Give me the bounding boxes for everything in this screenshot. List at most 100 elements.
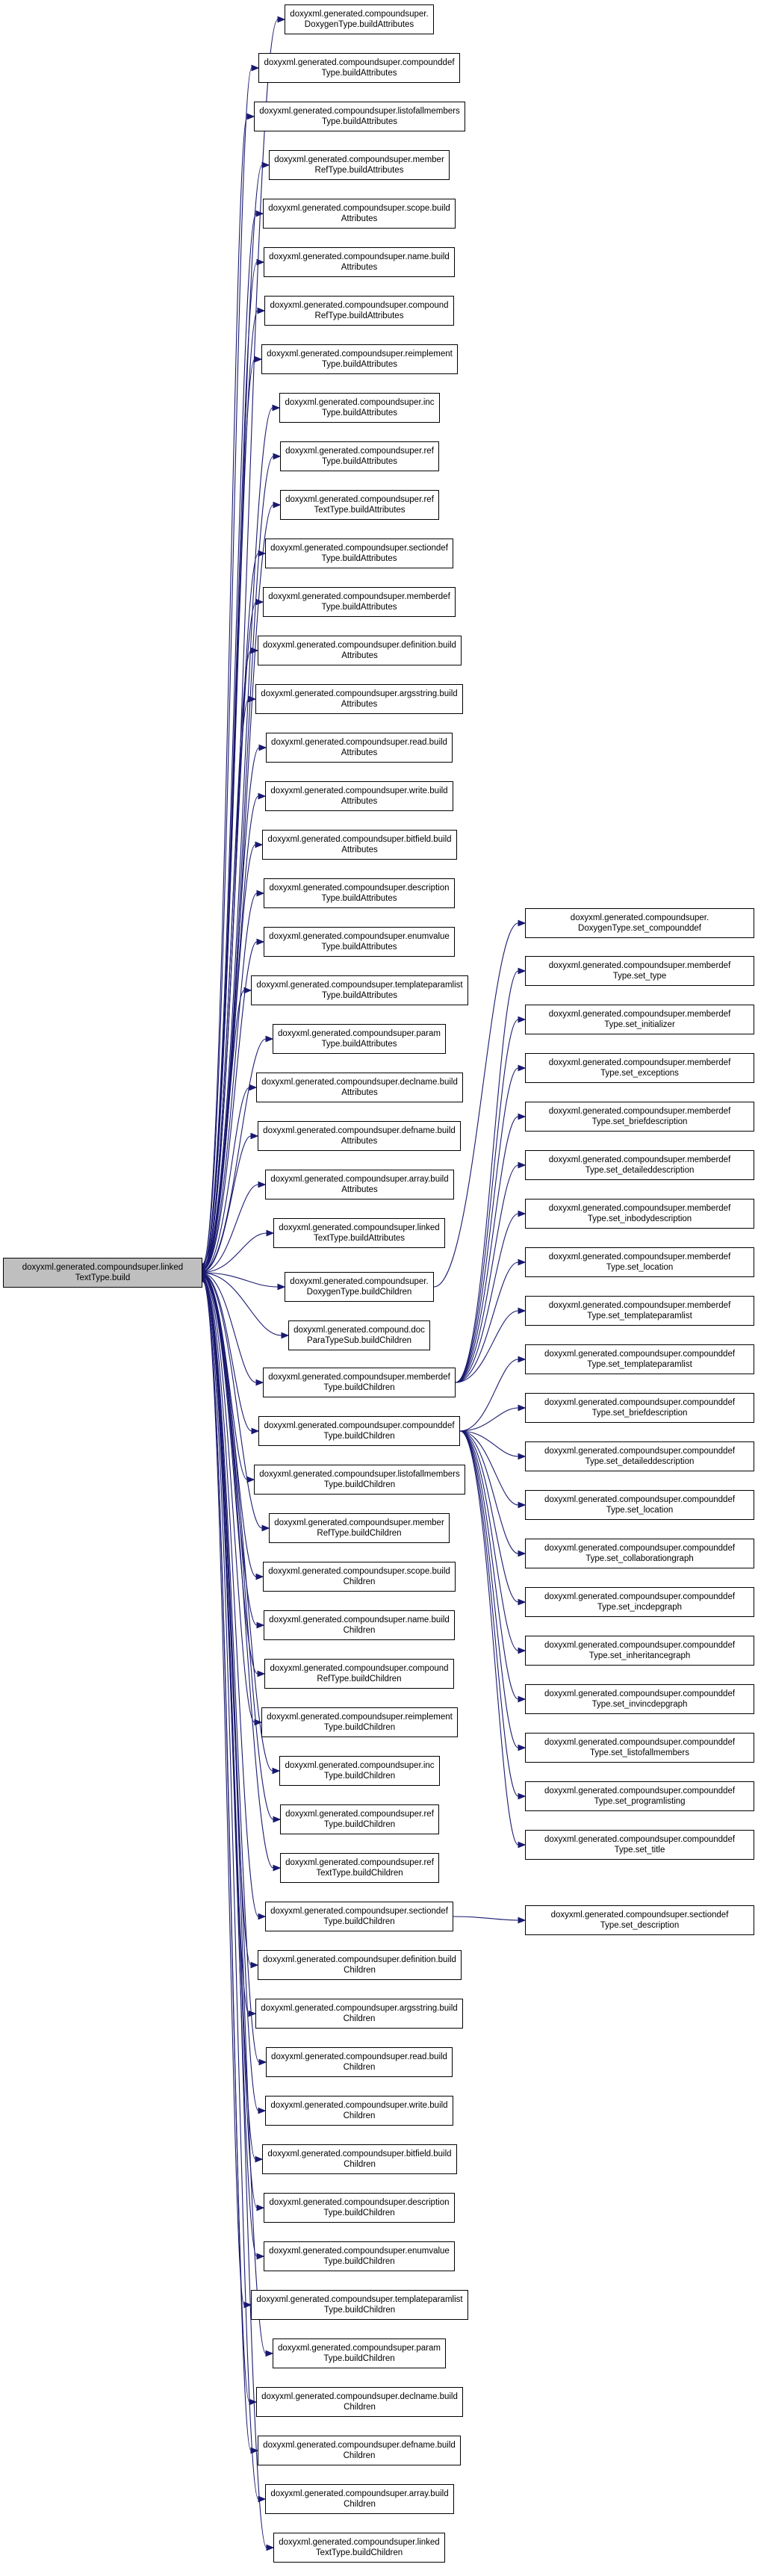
callee-node[interactable]: doxyxml.generated.compoundsuper.write.bu… xyxy=(265,781,453,811)
callee-node[interactable]: doxyxml.generated.compoundsuper.definiti… xyxy=(258,1950,462,1980)
callee-node[interactable]: doxyxml.generated.compoundsuper.compound… xyxy=(525,1393,754,1423)
node-label-line: doxyxml.generated.compoundsuper.memberde… xyxy=(548,1155,731,1164)
callee-node[interactable]: doxyxml.generated.compoundsuper.compound… xyxy=(258,53,460,83)
callee-node[interactable]: doxyxml.generated.compoundsuper.memberde… xyxy=(525,1296,754,1326)
call-edge-arrowhead xyxy=(243,987,252,994)
callee-node[interactable]: doxyxml.generated.compoundsuper.descript… xyxy=(264,2193,455,2223)
node-label-line: Type.set_briefdescription xyxy=(591,1409,688,1418)
node-label-line: doxyxml.generated.compoundsuper.array.bu… xyxy=(270,2489,449,2498)
callee-node[interactable]: doxyxml.generated.compoundsuper.compound… xyxy=(525,1539,754,1568)
callee-node[interactable]: doxyxml.generated.compoundsuper.memberde… xyxy=(525,1053,754,1083)
callee-node[interactable]: doxyxml.generated.compoundsuper.memberde… xyxy=(525,1150,754,1180)
call-edge xyxy=(459,1430,519,1748)
callee-node[interactable]: doxyxml.generated.compoundsuper.reimplem… xyxy=(261,1707,458,1737)
callee-node[interactable]: doxyxml.generated.compoundsuper.defname.… xyxy=(258,1121,461,1151)
callee-node[interactable]: doxyxml.generated.compoundsuper.compound… xyxy=(525,1781,754,1811)
node-label-line: Type.set_inbodydescription xyxy=(587,1214,692,1223)
callee-node[interactable]: doxyxml.generated.compoundsuper.definiti… xyxy=(258,636,462,665)
callee-node[interactable]: doxyxml.generated.compoundsuper.sectiond… xyxy=(265,1902,453,1931)
call-edge-arrowhead xyxy=(249,1084,258,1091)
callee-node[interactable]: doxyxml.generated.compoundsuper.DoxygenT… xyxy=(285,4,434,34)
call-edge xyxy=(459,1430,519,1700)
callee-node[interactable]: doxyxml.generated.compoundsuper.argsstri… xyxy=(255,1999,463,2029)
callee-node[interactable]: doxyxml.generated.compoundsuper.compound… xyxy=(525,1684,754,1714)
callee-node[interactable]: doxyxml.generated.compoundsuper.bitfield… xyxy=(262,830,457,860)
callee-node[interactable]: doxyxml.generated.compoundsuper.read.bui… xyxy=(266,733,453,763)
callee-node[interactable]: doxyxml.generated.compoundsuper.compound… xyxy=(525,1830,754,1860)
callee-node[interactable]: doxyxml.generated.compoundsuper.reimplem… xyxy=(261,344,458,374)
callee-node[interactable]: doxyxml.generated.compoundsuper.compound… xyxy=(525,1344,754,1374)
callee-node[interactable]: doxyxml.generated.compoundsuper. DoxygenT… xyxy=(285,1272,434,1302)
call-edge-arrowhead xyxy=(256,258,265,266)
call-edge xyxy=(455,1164,519,1383)
callee-node[interactable]: doxyxml.generated.compoundsuper.template… xyxy=(251,975,468,1005)
callee-node[interactable]: doxyxml.generated.compoundsuper.defname.… xyxy=(258,2436,461,2465)
callee-node[interactable]: doxyxml.generated.compoundsuper.write.bu… xyxy=(265,2096,453,2126)
callee-node[interactable]: doxyxml.generated.compoundsuper.name.bui… xyxy=(264,247,455,277)
call-edge-arrowhead xyxy=(518,1258,527,1266)
callee-node[interactable]: doxyxml.generated.compoundsuper.scope.bu… xyxy=(263,199,456,229)
callee-node[interactable]: doxyxml.generated.compoundsuper.enumvalu… xyxy=(264,2241,455,2271)
callee-node[interactable]: doxyxml.generated.compoundsuper.compound… xyxy=(525,1490,754,1520)
node-label-line: Type.set_description xyxy=(600,1921,680,1930)
callee-node[interactable]: doxyxml.generated.compoundsuper.bitfield… xyxy=(262,2144,457,2174)
callee-node[interactable]: doxyxml.generated.compoundsuper.listofal… xyxy=(254,102,465,131)
callee-node[interactable]: doxyxml.generated.compoundsuper.descript… xyxy=(264,878,455,908)
callee-node[interactable]: doxyxml.generated.compoundsuper.compound… xyxy=(264,1659,454,1689)
callee-node[interactable]: doxyxml.generated.compoundsuper.compound… xyxy=(264,296,454,326)
node-label-line: RefType.buildChildren xyxy=(317,1675,402,1683)
callee-node[interactable]: doxyxml.generated.compoundsuper.memberde… xyxy=(525,1005,754,1034)
callee-node[interactable]: doxyxml.generated.compoundsuper.enumvalu… xyxy=(264,927,455,957)
callee-node[interactable]: doxyxml.generated.compoundsuper.sectiond… xyxy=(525,1905,754,1935)
node-label-line: doxyxml.generated.compoundsuper.declname… xyxy=(261,2392,458,2401)
call-edge xyxy=(455,970,519,1383)
callee-node[interactable]: doxyxml.generated.compoundsuper.memberde… xyxy=(525,1102,754,1132)
callee-node[interactable]: doxyxml.generated.compoundsuper.array.bu… xyxy=(265,1170,454,1199)
callee-node[interactable]: doxyxml.generated.compoundsuper.memberde… xyxy=(525,1247,754,1277)
callee-node[interactable]: doxyxml.generated.compoundsuper.argsstri… xyxy=(255,684,463,714)
callee-node[interactable]: doxyxml.generated.compoundsuper.memberde… xyxy=(263,1368,456,1397)
callee-node[interactable]: doxyxml.generated.compoundsuper.read.bui… xyxy=(266,2047,453,2077)
node-label-line: Type.set_type xyxy=(612,972,667,981)
call-edge xyxy=(433,922,519,1288)
node-label-line: doxyxml.generated.compoundsuper.argsstri… xyxy=(261,689,458,698)
call-edge xyxy=(202,1280,252,2451)
callee-node[interactable]: doxyxml.generated.compoundsuper.compound… xyxy=(525,1733,754,1763)
callee-node[interactable]: doxyxml.generated.compoundsuper.sectiond… xyxy=(265,539,453,568)
callee-node[interactable]: doxyxml.generated.compoundsuper.scope.bu… xyxy=(263,1562,456,1592)
callee-node[interactable]: doxyxml.generated.compoundsuper.template… xyxy=(251,2290,468,2320)
call-edge xyxy=(459,1430,519,1846)
callee-node[interactable]: doxyxml.generated.compoundsuper.compound… xyxy=(525,1441,754,1471)
node-label-line: Type.buildChildren xyxy=(323,1772,396,1781)
call-edge xyxy=(202,1276,274,1820)
callee-node[interactable]: doxyxml.generated.compoundsuper.array.bu… xyxy=(265,2484,454,2514)
callee-node[interactable]: doxyxml.generated.compoundsuper.listofal… xyxy=(254,1465,465,1495)
callee-node[interactable]: doxyxml.generated.compoundsuper.memberde… xyxy=(263,587,456,617)
callee-node[interactable]: doxyxml.generated.compoundsuper.declname… xyxy=(256,2387,463,2417)
call-edge xyxy=(459,1430,519,1797)
node-label-line: DoxygenType.buildChildren xyxy=(306,1288,412,1297)
callee-node[interactable]: doxyxml.generated.compoundsuper.compound… xyxy=(258,1416,460,1446)
node-label-line: doxyxml.generated.compoundsuper. xyxy=(290,1277,429,1286)
callee-node[interactable]: doxyxml.generated.compoundsuper.memberde… xyxy=(525,956,754,986)
callee-node[interactable]: doxyxml.generated.compoundsuper.memberde… xyxy=(525,1199,754,1229)
callee-node[interactable]: doxyxml.generated.compoundsuper.compound… xyxy=(525,1636,754,1666)
callee-node[interactable]: doxyxml.generated.compoundsuper.compound… xyxy=(525,1587,754,1617)
callee-node[interactable]: doxyxml.generated.compoundsuper.DoxygenT… xyxy=(525,908,754,938)
callee-node[interactable]: doxyxml.generated.compoundsuper.declname… xyxy=(256,1073,463,1102)
callee-node[interactable]: doxyxml.generated.compoundsuper.name.bui… xyxy=(264,1610,455,1640)
call-edge xyxy=(202,1279,267,2354)
